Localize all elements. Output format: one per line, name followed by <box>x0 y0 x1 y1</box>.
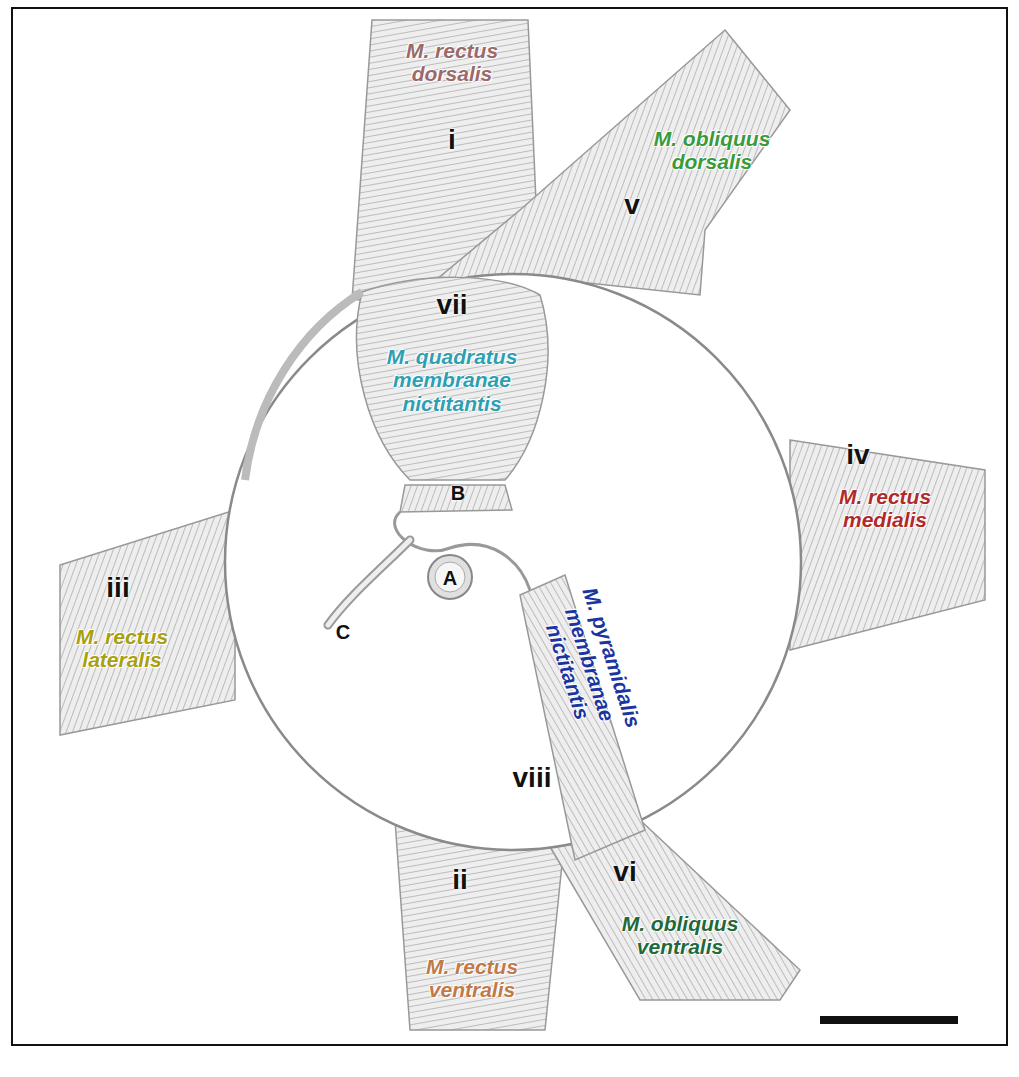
quadratus-sheet <box>245 292 362 480</box>
muscle-name: M. obliquus ventralis <box>590 912 770 958</box>
muscle-rectus-medialis <box>790 440 985 650</box>
optic-nerve <box>428 555 472 599</box>
callout-number: v <box>612 190 652 221</box>
part-letter: C <box>328 621 358 643</box>
scale-bar <box>820 1016 958 1024</box>
tendon-c <box>328 540 410 625</box>
callout-number: vii <box>422 290 482 321</box>
muscle-name: M. pyramidalis membranae nictitantis <box>528 564 653 766</box>
muscle-name: M. obliquus dorsalis <box>617 127 807 173</box>
muscle-rectus-lateralis <box>60 510 235 735</box>
part-letter: A <box>435 567 465 589</box>
callout-number: iv <box>833 440 883 471</box>
callout-number: vi <box>605 857 645 888</box>
callout-number: i <box>432 125 472 156</box>
frame <box>12 8 1007 1045</box>
muscle-name: M. quadratus membranae nictitantis <box>362 345 542 414</box>
muscle-rectus-ventralis <box>395 820 565 1030</box>
callout-number: ii <box>440 865 480 896</box>
eyeball <box>225 274 801 850</box>
callout-number: viii <box>502 763 562 794</box>
muscle-name: M. rectus medialis <box>815 485 955 531</box>
muscle-name: M. rectus lateralis <box>52 625 192 671</box>
muscle-name: M. rectus dorsalis <box>377 39 527 85</box>
part-letter: B <box>443 482 473 504</box>
muscle-quadratus <box>357 277 548 480</box>
muscle-name: M. rectus ventralis <box>397 955 547 1001</box>
callout-number: iii <box>93 573 143 604</box>
